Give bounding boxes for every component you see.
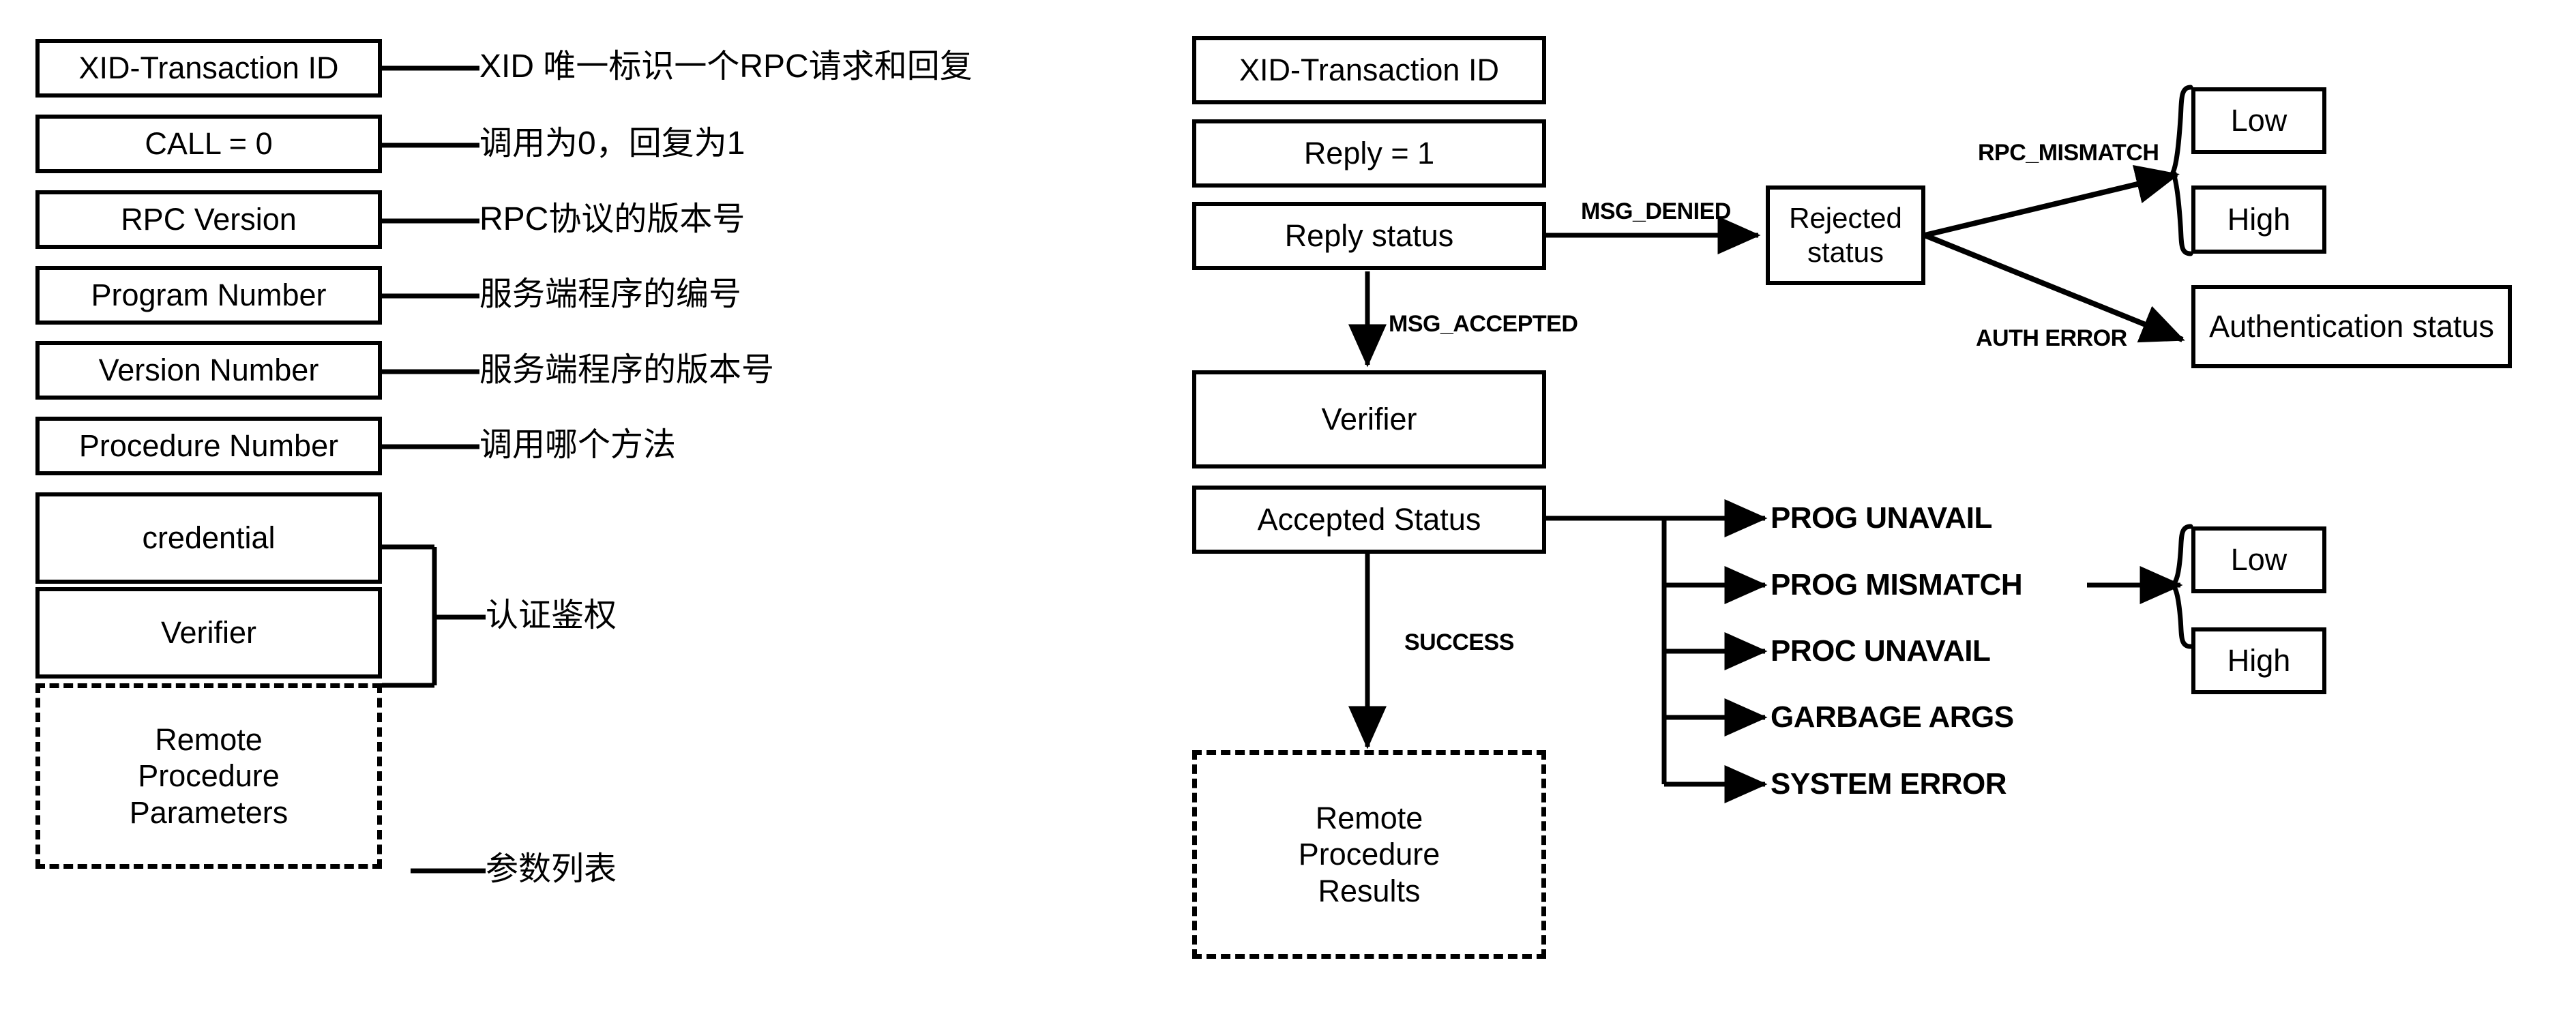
left-field-box-call[interactable]: CALL = 0 — [35, 115, 382, 173]
left-note-params: 参数列表 — [486, 851, 617, 887]
left-payload-box-remote-procedure-parameters[interactable]: Remote Procedure Parameters — [35, 683, 382, 869]
left-auth-bracket — [382, 544, 486, 688]
left-note-rpc-version: RPC协议的版本号 — [479, 201, 745, 237]
right-field-label-xid: XID-Transaction ID — [1239, 53, 1499, 88]
left-field-label-rpc-version: RPC Version — [121, 202, 297, 237]
right-branch-box-rejected-status[interactable]: Rejected status — [1766, 185, 1925, 285]
left-leader-lines — [382, 65, 479, 449]
right-branch-label-high-bottom: High — [2227, 643, 2291, 679]
edge-label-msg-denied: MSG_DENIED — [1581, 198, 1731, 224]
right-branch-label-authentication-status: Authentication status — [2209, 309, 2494, 344]
left-field-box-credential[interactable]: credential — [35, 492, 382, 584]
left-payload-label: Remote Procedure Parameters — [129, 722, 288, 830]
right-field-box-xid[interactable]: XID-Transaction ID — [1192, 36, 1546, 104]
outcome-label-garbage-args: GARBAGE ARGS — [1771, 700, 2014, 734]
left-field-label-program-number: Program Number — [91, 278, 327, 313]
edge-label-rpc-mismatch: RPC_MISMATCH — [1978, 140, 2159, 166]
right-branch-box-high-top[interactable]: High — [2191, 185, 2326, 254]
edge-label-auth-error: AUTH ERROR — [1976, 325, 2127, 351]
brace-low-high-bottom — [2170, 524, 2193, 649]
edge-rpc-mismatch — [1924, 165, 2180, 238]
left-note-program-number: 服务端程序的编号 — [479, 276, 742, 312]
right-payload-box-remote-procedure-results[interactable]: Remote Procedure Results — [1192, 750, 1546, 959]
left-field-box-xid[interactable]: XID-Transaction ID — [35, 39, 382, 98]
right-field-label-verifier: Verifier — [1321, 402, 1417, 437]
outcome-label-prog-unavail: PROG UNAVAIL — [1771, 501, 1992, 535]
outcome-label-prog-mismatch: PROG MISMATCH — [1771, 568, 2023, 601]
right-field-label-accepted-status: Accepted Status — [1257, 502, 1481, 537]
right-branch-label-low-bottom: Low — [2230, 542, 2288, 578]
edge-label-success: SUCCESS — [1404, 629, 1514, 655]
right-branch-label-rejected-status: Rejected status — [1789, 202, 1902, 268]
brace-low-high-top — [2170, 85, 2193, 256]
edge-label-msg-accepted: MSG_ACCEPTED — [1389, 311, 1578, 337]
left-field-box-program-number[interactable]: Program Number — [35, 266, 382, 325]
right-field-label-reply: Reply = 1 — [1303, 136, 1435, 171]
edge-auth-error — [1923, 233, 2185, 343]
left-field-label-call: CALL = 0 — [145, 126, 273, 162]
left-field-label-xid: XID-Transaction ID — [78, 50, 339, 86]
left-note-version-number: 服务端程序的版本号 — [479, 352, 775, 388]
right-payload-label: Remote Procedure Results — [1298, 801, 1440, 908]
right-branch-label-high-top: High — [2227, 202, 2291, 237]
left-field-box-verifier[interactable]: Verifier — [35, 587, 382, 679]
right-branch-box-low-top[interactable]: Low — [2191, 87, 2326, 154]
right-field-box-reply[interactable]: Reply = 1 — [1192, 119, 1546, 188]
outcome-label-proc-unavail: PROC UNAVAIL — [1771, 634, 1991, 668]
right-field-label-reply-status: Reply status — [1284, 218, 1454, 254]
right-branch-box-high-bottom[interactable]: High — [2191, 627, 2326, 694]
left-note-procedure-number: 调用哪个方法 — [479, 427, 677, 463]
left-field-label-version-number: Version Number — [98, 353, 319, 388]
left-note-xid: XID 唯一标识一个RPC请求和回复 — [479, 48, 973, 85]
right-branch-box-low-bottom[interactable]: Low — [2191, 526, 2326, 593]
left-note-auth-group: 认证鉴权 — [486, 597, 617, 634]
left-note-call: 调用为0，回复为1 — [479, 125, 745, 162]
right-field-box-verifier[interactable]: Verifier — [1192, 370, 1546, 468]
right-field-box-accepted-status[interactable]: Accepted Status — [1192, 486, 1546, 554]
left-field-box-rpc-version[interactable]: RPC Version — [35, 190, 382, 249]
right-field-box-reply-status[interactable]: Reply status — [1192, 202, 1546, 270]
left-field-label-credential: credential — [142, 520, 276, 556]
outcome-label-system-error: SYSTEM ERROR — [1771, 767, 2007, 801]
left-field-label-procedure-number: Procedure Number — [78, 428, 339, 464]
accepted-status-branch-tree — [1546, 499, 1768, 803]
left-field-label-verifier: Verifier — [160, 615, 257, 651]
left-field-box-version-number[interactable]: Version Number — [35, 341, 382, 400]
left-field-box-procedure-number[interactable]: Procedure Number — [35, 417, 382, 475]
right-branch-box-authentication-status[interactable]: Authentication status — [2191, 285, 2512, 368]
right-branch-label-low-top: Low — [2230, 103, 2288, 138]
